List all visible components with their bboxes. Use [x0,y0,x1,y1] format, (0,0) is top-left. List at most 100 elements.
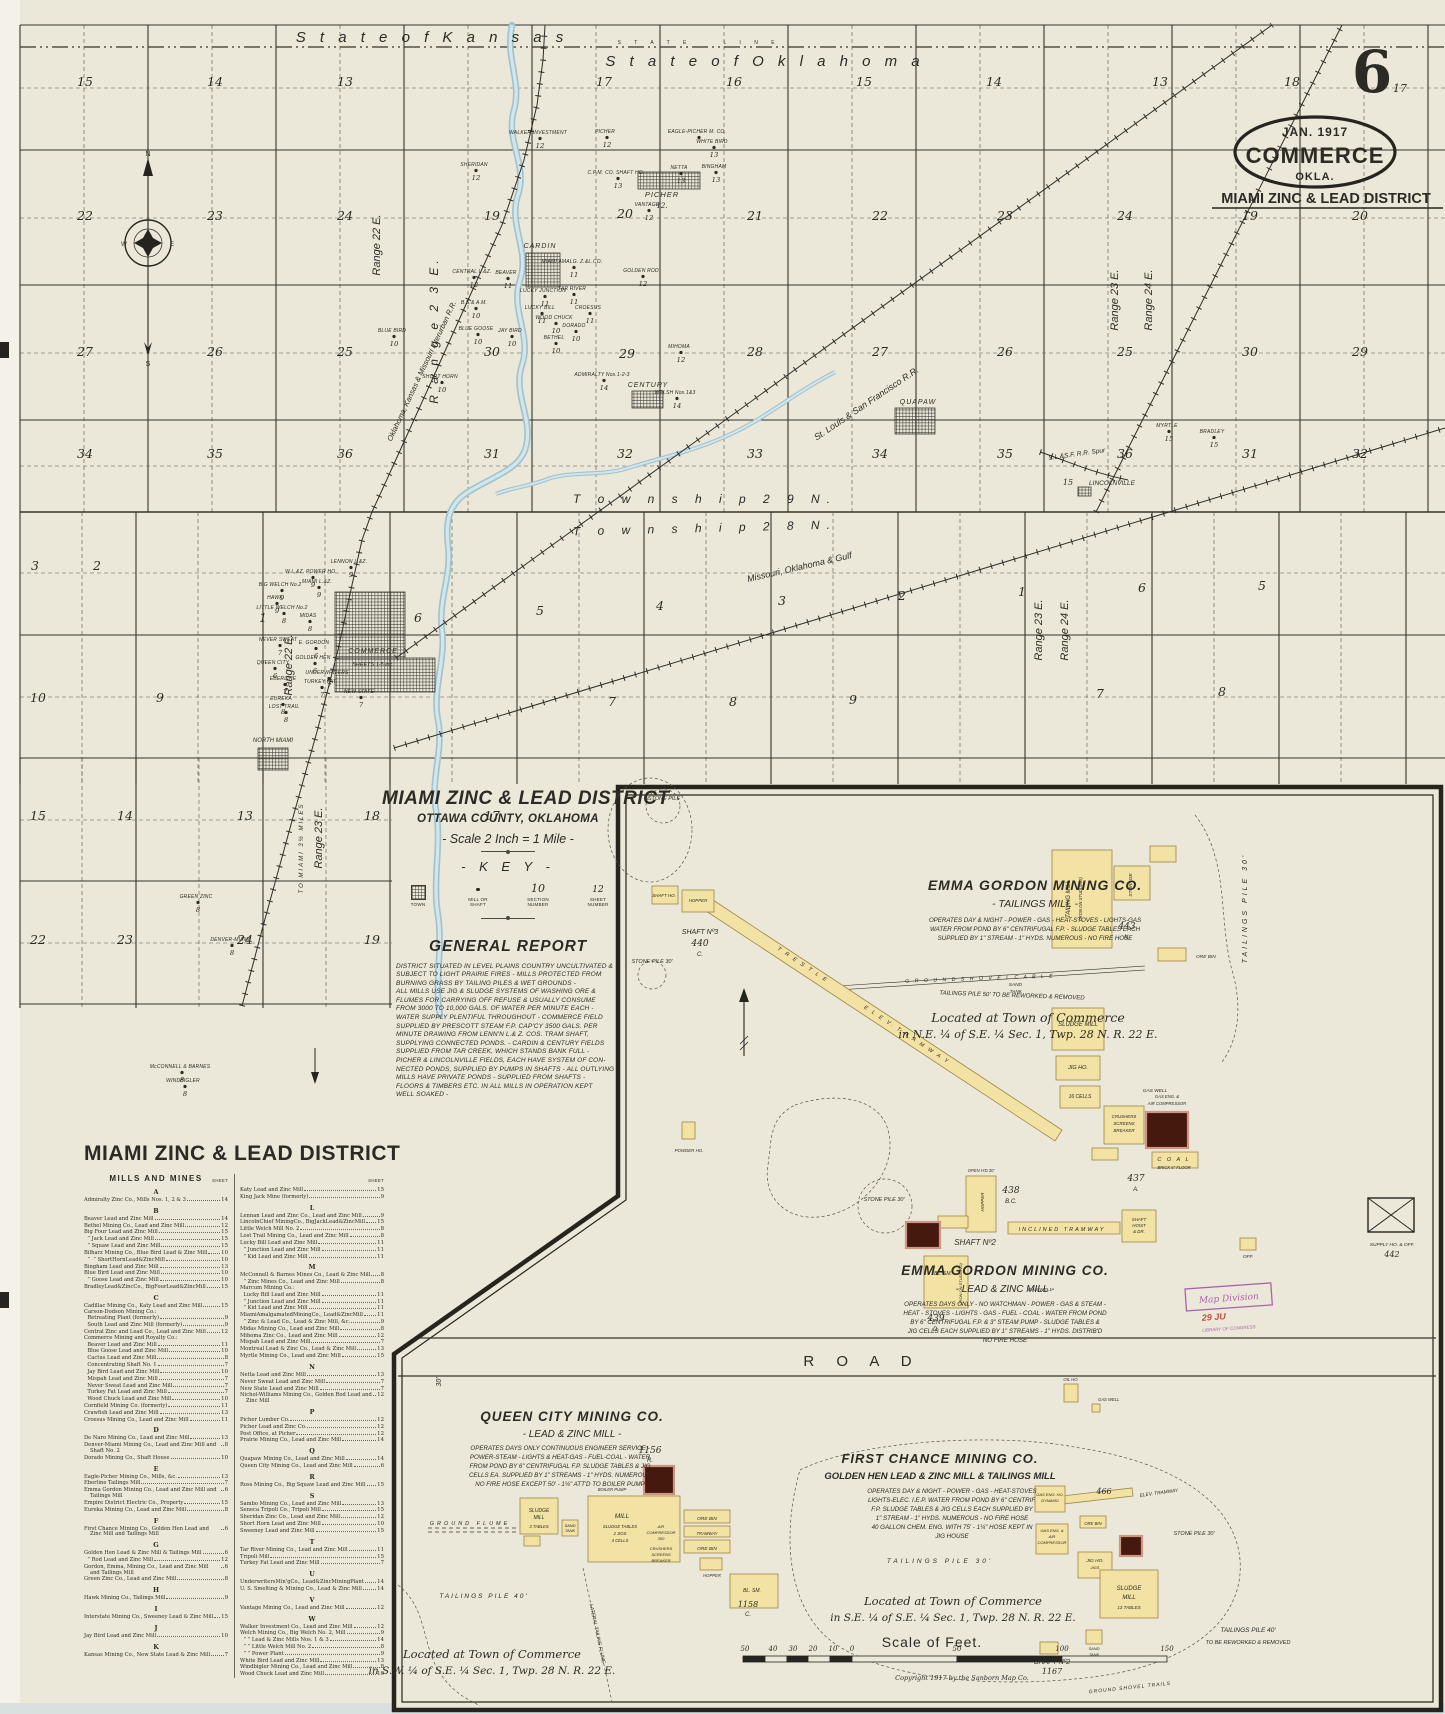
section-number: 2 [92,558,101,573]
section-number: 36 [1117,446,1133,461]
inset-label: HOPPER [980,1192,985,1212]
sheet-number: 14 [377,1437,384,1444]
sheet-number: 7 [224,1362,228,1369]
mine-dot [359,695,363,700]
mine-sheet-number: 13 [614,182,623,190]
map-label: Range 24 E. [1143,269,1155,330]
inset-label: Located at Town of Commerce [402,1647,581,1661]
inset-label: OFF. [1243,1254,1254,1260]
mine-sheet-number: 12 [639,280,648,288]
dot-leader [373,1395,377,1397]
inset-label: HOIST [1132,1223,1146,1228]
map-label: SHEETS 1-5 inc. [352,662,394,668]
sheet-number: 15 [377,1481,384,1488]
map-label: JAN. 1917 [1282,125,1348,139]
mine-dot [602,378,606,383]
mill-building [937,1215,969,1229]
inset-label: INCLINED TRAMWAY [1019,1227,1106,1233]
map-label: TO MIAMI 3½ MILES [298,803,305,894]
mill-list-row: Denver-Miami Mining Co., Lead and Zinc M… [84,1442,228,1455]
section-number: 7 [1096,686,1104,701]
index-letter: N [309,1362,315,1371]
dot-leader [220,1528,224,1530]
legend-scale: - Scale 2 Inch = 1 Mile - [442,832,574,846]
inset-label: OPERATES DAY & NIGHT - POWER - GAS - HEA… [929,917,1142,924]
map-label: Range 22 E. [283,634,295,695]
map-label: Range 23 E. [1033,599,1045,660]
mill-name: Vantage Mining Co., Lead and Zinc Mill [240,1604,345,1611]
mine-dot [679,171,683,176]
inset-label: C. [745,1612,751,1618]
map-label: 15 [1063,478,1073,487]
sheet-number: 11 [377,1305,384,1312]
dot-leader [183,1325,224,1327]
sheet-number: 12 [377,1430,384,1437]
sheet-number: 7 [224,1389,228,1396]
mine-sheet-number: 6 [273,672,278,680]
map-label: S t a t e o f O k l a h o m a [605,53,924,70]
section-number: 1 [1018,584,1026,599]
compass-star [134,229,162,257]
map-label: 17 [1393,82,1407,95]
mill-name: Emma Gordon Mining Co., Lead and Zinc Mi… [84,1487,219,1500]
mine-name: B.S.& A.M. [461,300,487,306]
inset-label: HOPPER [689,898,708,903]
inset-label: SHAFT [1132,1217,1147,1222]
sheet-number: 10 [377,1671,384,1678]
mine-sheet-number: 8 [284,716,289,724]
index-letter: K [153,1642,159,1651]
railroad-line [1095,24,1343,513]
scale-number: 100 [1055,1645,1069,1653]
mill-name: Blue Goose Lead and Zinc Mill [84,1348,169,1355]
mill-list-row: Emma Gordon Mining Co., Lead and Zinc Mi… [84,1487,228,1500]
mill-list-row: South Lead and Zinc Mill (formerly)9 [84,1322,228,1329]
sheet-number: 10 [221,1454,228,1461]
mine-dot [675,396,679,401]
mill-name: Kansas Mining Co., New State Lead & Zinc… [84,1651,211,1658]
mine-sheet-number: 10 [508,340,517,348]
mill-name: Quapaw Mining Co., Lead and Zinc Mill [240,1456,345,1463]
mine-dot [280,588,284,593]
mine-name: BRADLEY [1200,429,1225,435]
mine-dot [1212,435,1216,440]
legend-title: MIAMI ZINC & LEAD DISTRICT [382,788,670,809]
inset-label: FROM POND BY 6" CENTRIFUGAL F.P. SLUDGE … [469,1463,650,1470]
index-letter: I [154,1605,158,1613]
mine-name: CENTRAL L.&Z. [452,269,491,275]
map-label: R a n g e 2 3 E. [427,256,441,403]
dot-leader [348,1549,377,1551]
inset-label: GAS ENG. HO. [1036,1492,1064,1497]
mine-name: ADMIRALTY Nos.1-2-3 [573,372,629,378]
mine-dot [278,643,282,648]
general-report-title: GENERAL REPORT [428,937,588,955]
inset-label: OIL HO. [1063,1377,1078,1382]
inset-label: A. [1132,1187,1139,1193]
mill-name: Ross Mining Co., Big Squaw Lead and Zinc… [240,1481,366,1488]
sheet-number: 8 [380,1272,384,1279]
mill-name: Welch Mining Co., Big Welch No. 2, Mill [240,1630,346,1637]
dot-leader [309,1196,380,1198]
dot-leader [169,1351,221,1353]
sheet-number: 7 [380,1339,384,1346]
mill-name: Tripoli Mill [240,1553,270,1560]
mill-name: Never Sweat Lead and Zinc Mill [240,1378,326,1385]
mill-name: Green Zinc Co., Lead and Zinc Mill [84,1576,177,1583]
dot-leader [366,1484,377,1486]
section-number: 22 [76,208,93,223]
mine-dot [472,275,476,280]
sheet-number: 14 [377,1579,384,1586]
dot-leader [366,1222,377,1224]
inset-label: 1" STREAM - 1" HYDS. NUMEROUS - NO FIRE … [876,1515,1029,1522]
mine-dot [616,176,620,181]
mill-name: Nichol-Williams Mining Co., Golden Rod L… [240,1392,374,1405]
inset-label: 4 CELLS [612,1538,629,1543]
section-number: 20 [1351,208,1368,223]
sheet-number: 7 [380,1378,384,1385]
town-area [525,252,561,288]
mill-name: ” ” Power Plant [240,1650,284,1657]
